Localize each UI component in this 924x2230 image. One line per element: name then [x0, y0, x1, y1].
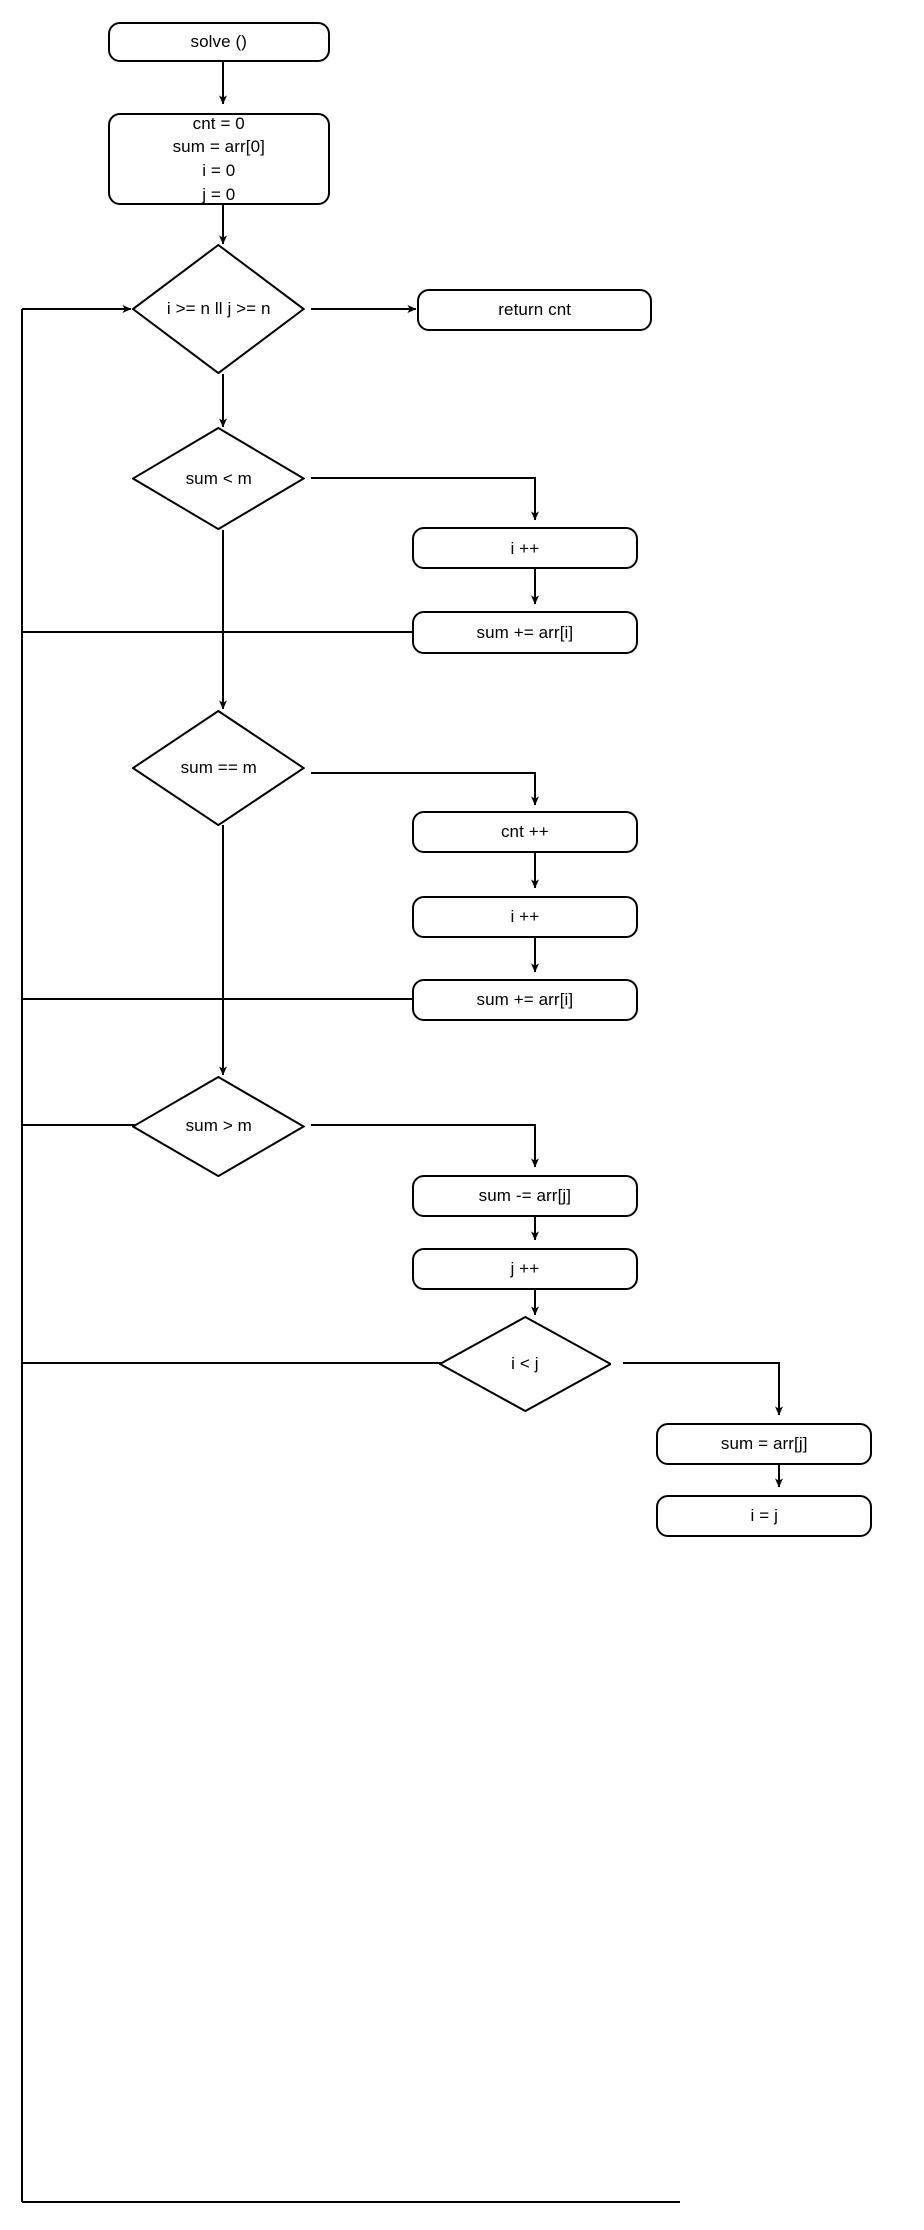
node-sum-less-than-m-label: sum < m: [184, 468, 253, 489]
node-increment-cnt[interactable]: cnt ++: [412, 810, 638, 853]
node-subtract-arr-j-label: sum -= arr[j]: [478, 1186, 572, 1206]
node-init-label: cnt = 0 sum = arr[0] i = 0 j = 0: [172, 113, 265, 204]
node-bounds-check[interactable]: i >= n ll j >= n: [132, 244, 305, 374]
node-sum-greater-than-m[interactable]: sum > m: [132, 1076, 305, 1177]
node-i-less-than-j-label: i < j: [510, 1354, 540, 1375]
node-reset-sum-label: sum = arr[j]: [720, 1434, 808, 1454]
node-add-arr-i-2-label: sum += arr[i]: [476, 989, 574, 1009]
node-sum-greater-than-m-label: sum > m: [184, 1116, 253, 1137]
node-add-arr-i-2[interactable]: sum += arr[i]: [412, 978, 638, 1021]
node-increment-i-2[interactable]: i ++: [412, 895, 638, 938]
node-init[interactable]: cnt = 0 sum = arr[0] i = 0 j = 0: [107, 113, 330, 206]
node-start-label: solve (): [190, 32, 248, 52]
node-increment-j[interactable]: j ++: [412, 1247, 638, 1290]
node-sum-less-than-m[interactable]: sum < m: [132, 427, 305, 530]
node-reset-sum[interactable]: sum = arr[j]: [656, 1423, 873, 1466]
node-sum-equals-m-label: sum == m: [179, 757, 258, 778]
node-add-arr-i-1-label: sum += arr[i]: [476, 622, 574, 642]
node-subtract-arr-j[interactable]: sum -= arr[j]: [412, 1174, 638, 1217]
node-i-less-than-j[interactable]: i < j: [439, 1316, 612, 1412]
node-bounds-check-label: i >= n ll j >= n: [165, 299, 272, 320]
node-increment-j-label: j ++: [510, 1259, 540, 1279]
node-assign-i-j-label: i = j: [750, 1506, 778, 1526]
node-return[interactable]: return cnt: [416, 289, 653, 332]
node-add-arr-i-1[interactable]: sum += arr[i]: [412, 611, 638, 654]
node-increment-i-1-label: i ++: [510, 538, 540, 558]
node-increment-cnt-label: cnt ++: [500, 821, 549, 841]
node-start[interactable]: solve (): [107, 22, 330, 63]
node-increment-i-2-label: i ++: [510, 906, 540, 926]
node-return-label: return cnt: [498, 300, 572, 320]
node-increment-i-1[interactable]: i ++: [412, 527, 638, 570]
node-assign-i-j[interactable]: i = j: [656, 1495, 873, 1538]
node-sum-equals-m[interactable]: sum == m: [132, 710, 305, 826]
